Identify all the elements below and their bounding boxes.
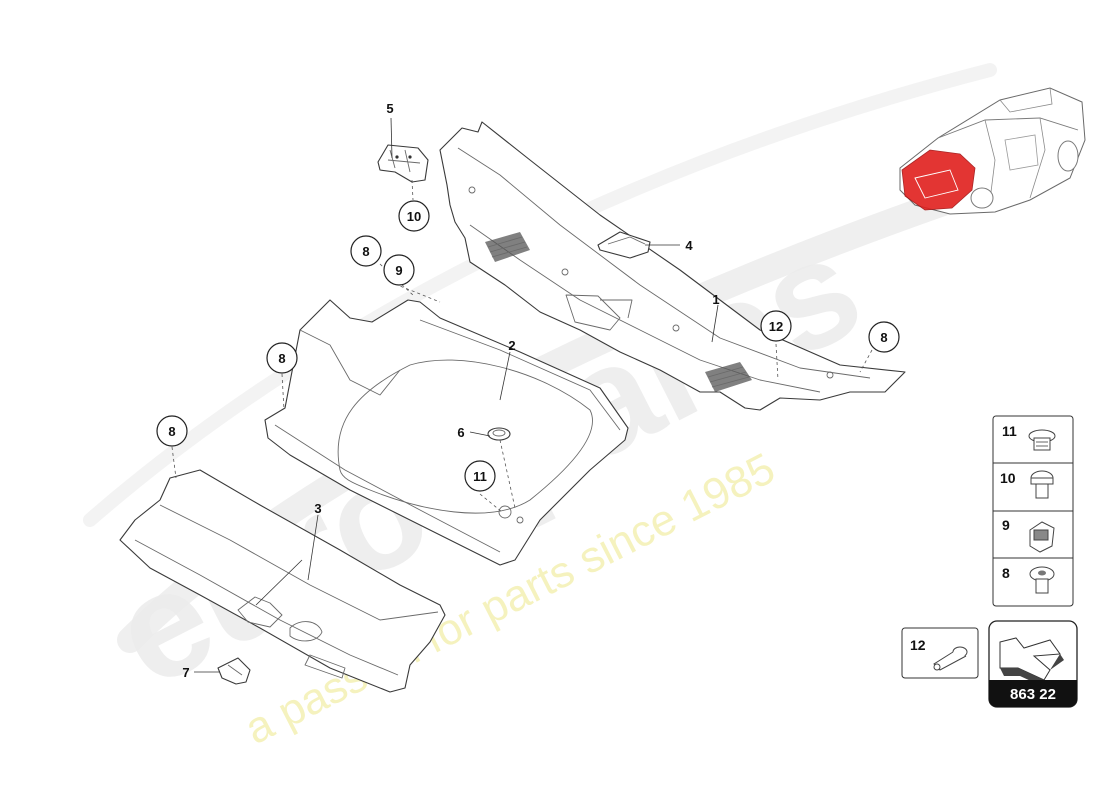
pin-icon xyxy=(933,646,968,671)
svg-text:8: 8 xyxy=(278,351,285,366)
callout-circle-11: 11 xyxy=(464,460,496,492)
part-5-mounting-bracket xyxy=(377,144,429,183)
svg-text:12: 12 xyxy=(769,319,783,334)
callout-circle-12: 12 xyxy=(760,310,792,342)
svg-text:10: 10 xyxy=(407,209,421,224)
round-head-screw-icon xyxy=(1029,566,1055,594)
fastener-table: 11 10 9 8 xyxy=(992,415,1074,607)
highlight-area xyxy=(901,149,976,211)
callout-3: 3 xyxy=(314,501,321,516)
car-location-thumbnail xyxy=(899,87,1086,215)
part-7-clip xyxy=(217,657,251,685)
reference-arrow-icon xyxy=(999,637,1064,688)
clip-nut-icon xyxy=(1029,521,1055,553)
callout-circle-8-left: 8 xyxy=(266,342,298,374)
svg-text:9: 9 xyxy=(1002,517,1010,533)
svg-text:11: 11 xyxy=(1002,423,1017,439)
fastener-row-11: 11 xyxy=(1002,423,1056,451)
callout-circle-8-bottom: 8 xyxy=(156,415,188,447)
part-1-vent-right xyxy=(705,362,752,392)
svg-text:10: 10 xyxy=(1000,470,1016,486)
fastener-row-9: 9 xyxy=(1002,517,1055,553)
svg-text:8: 8 xyxy=(880,330,887,345)
svg-text:8: 8 xyxy=(168,424,175,439)
callout-circle-8-right: 8 xyxy=(868,321,900,353)
leader-lines xyxy=(171,117,873,673)
svg-text:11: 11 xyxy=(473,469,487,484)
reference-code: 863 22 xyxy=(1010,686,1056,703)
svg-text:12: 12 xyxy=(910,637,926,653)
part-1-vent-left xyxy=(485,232,530,262)
fastener-row-8: 8 xyxy=(1002,565,1055,594)
callout-5: 5 xyxy=(386,101,393,116)
svg-text:8: 8 xyxy=(1002,565,1010,581)
fastener-box-12: 12 xyxy=(901,627,979,679)
callout-circle-10: 10 xyxy=(398,200,430,232)
callout-2: 2 xyxy=(508,338,515,353)
part-3-rear-panel xyxy=(119,469,446,693)
reference-badge: 863 22 xyxy=(988,620,1078,708)
callout-7: 7 xyxy=(182,665,189,680)
fastener-row-10: 10 xyxy=(1000,470,1054,499)
part-2-center-panel xyxy=(264,299,629,566)
callout-circle-8-top: 8 xyxy=(350,235,382,267)
callout-circle-9: 9 xyxy=(383,254,415,286)
part-4-bracket xyxy=(597,231,651,259)
bolt-icon xyxy=(1030,470,1054,499)
callout-4: 4 xyxy=(685,238,693,253)
callout-6: 6 xyxy=(457,425,464,440)
callout-1: 1 xyxy=(712,292,719,307)
part-1-cowl-panel xyxy=(439,121,906,411)
part-6-grommet xyxy=(487,427,511,441)
svg-text:8: 8 xyxy=(362,244,369,259)
flat-head-screw-icon xyxy=(1028,429,1056,451)
svg-text:9: 9 xyxy=(395,263,402,278)
